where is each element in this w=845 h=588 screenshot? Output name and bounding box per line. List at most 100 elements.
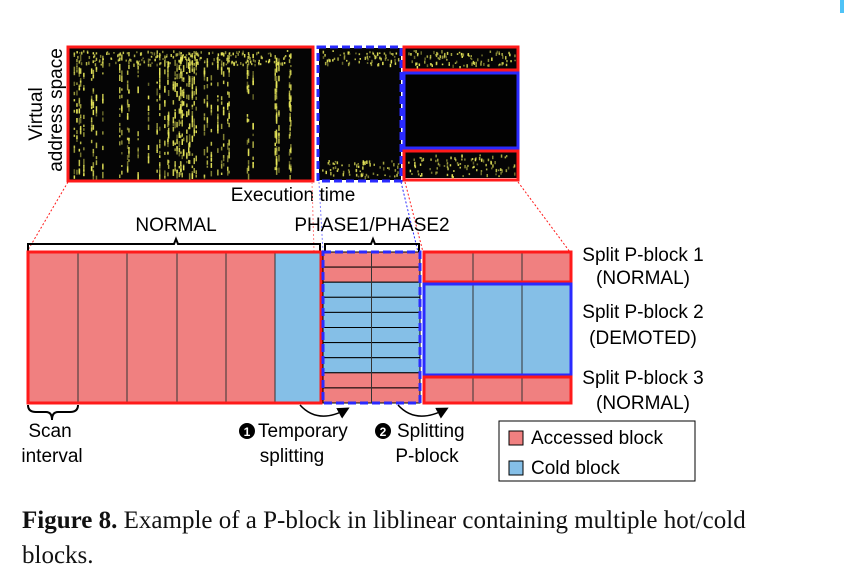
heatmap-access-point xyxy=(182,149,185,154)
heatmap-access-point xyxy=(92,60,94,64)
heatmap-access-point xyxy=(289,104,291,111)
heatmap-access-point xyxy=(220,146,223,151)
heatmap-access-point xyxy=(119,135,121,138)
heatmap-phase-region xyxy=(319,48,401,180)
heatmap-access-point xyxy=(182,78,185,82)
heatmap-access-point xyxy=(94,60,96,63)
heatmap-access-point xyxy=(278,146,280,152)
heatmap-split2-border xyxy=(402,71,520,150)
heatmap-access-point xyxy=(191,53,194,58)
heatmap-access-point xyxy=(228,52,231,55)
heatmap-access-point xyxy=(174,148,176,152)
heatmap-access-point xyxy=(227,58,230,62)
heatmap-access-point xyxy=(193,68,195,73)
heatmap-access-point xyxy=(118,53,120,56)
split3-label-line1: Split P-block 3 xyxy=(582,368,703,389)
heatmap-access-point xyxy=(486,174,488,178)
heatmap-access-point xyxy=(73,81,76,86)
heatmap-access-point xyxy=(121,170,123,175)
heatmap-access-point xyxy=(169,62,171,65)
heatmap-access-point xyxy=(254,60,256,63)
heatmap-access-point xyxy=(95,106,98,112)
heatmap-access-point xyxy=(409,169,412,173)
heatmap-access-point xyxy=(342,170,345,174)
heatmap-access-point xyxy=(259,63,262,66)
heatmap-access-point xyxy=(252,164,254,167)
heatmap-access-point xyxy=(458,51,461,54)
heatmap-access-point xyxy=(354,58,356,61)
heatmap-access-point xyxy=(327,162,330,165)
arrow-temporary-splitting xyxy=(299,404,350,419)
heatmap-access-point xyxy=(217,116,219,123)
heatmap-access-point xyxy=(102,58,104,61)
heatmap-access-point xyxy=(186,129,188,134)
heatmap-access-point xyxy=(379,166,381,169)
heatmap-access-point xyxy=(247,119,250,122)
heatmap-access-point xyxy=(487,64,489,67)
heatmap-access-point xyxy=(193,157,195,165)
heatmap-access-point xyxy=(359,170,361,173)
heatmap-access-point xyxy=(195,96,197,100)
heatmap-access-point xyxy=(119,67,121,71)
heatmap-access-point xyxy=(247,70,250,76)
heatmap-access-point xyxy=(73,52,76,57)
heatmap-access-point xyxy=(218,58,221,61)
heatmap-access-point xyxy=(355,52,357,55)
heatmap-access-point xyxy=(174,77,176,80)
heatmap-access-point xyxy=(258,59,260,62)
heatmap-access-point xyxy=(475,61,477,65)
heatmap-access-point xyxy=(197,61,199,66)
heatmap-access-point xyxy=(492,164,494,168)
heatmap-access-point xyxy=(222,155,225,158)
heatmap-access-point xyxy=(485,168,488,171)
heatmap-access-point xyxy=(191,81,194,85)
heatmap-access-point xyxy=(191,173,194,179)
heatmap-access-point xyxy=(467,164,469,167)
heatmap-access-point xyxy=(195,65,197,71)
heatmap-access-point xyxy=(90,95,93,100)
step2-label: 2 Splitting P-block xyxy=(375,421,465,467)
heatmap-access-point xyxy=(133,63,135,67)
scrollbar-indicator[interactable] xyxy=(840,0,844,13)
heatmap-access-point xyxy=(396,173,398,177)
heatmap-access-point xyxy=(79,117,82,124)
heatmap-access-point xyxy=(359,58,361,60)
heatmap-access-point xyxy=(138,60,141,63)
heatmap-access-point xyxy=(182,65,185,72)
heatmap-access-point xyxy=(448,62,450,64)
heatmap-access-point xyxy=(376,174,379,176)
heatmap-access-point xyxy=(290,168,292,172)
heatmap-access-point xyxy=(322,56,325,59)
heatmap-access-point xyxy=(206,61,209,68)
heatmap-access-point xyxy=(164,55,166,59)
heatmap-access-point xyxy=(167,112,170,116)
heatmap-access-point xyxy=(182,153,185,157)
heatmap-access-point xyxy=(514,172,516,176)
heatmap-access-point xyxy=(156,130,158,135)
heatmap-access-point xyxy=(252,161,254,165)
heatmap-access-point xyxy=(373,163,375,166)
heatmap-access-point xyxy=(436,51,438,55)
heatmap-access-point xyxy=(83,128,85,131)
heatmap-access-point xyxy=(246,81,249,86)
heatmap-access-point xyxy=(210,141,213,146)
heatmap-access-point xyxy=(92,173,95,180)
heatmap-access-point xyxy=(242,50,244,53)
heatmap-access-point xyxy=(382,61,384,66)
heatmap-access-point xyxy=(195,125,197,129)
heatmap-access-point xyxy=(275,156,278,161)
heatmap-access-point xyxy=(418,63,421,67)
step-arrows xyxy=(299,404,449,419)
heatmap-access-point xyxy=(252,77,254,85)
heatmap-access-point xyxy=(393,163,395,167)
heatmap-access-point xyxy=(78,60,81,64)
heatmap-access-point xyxy=(435,61,438,66)
heatmap-access-point xyxy=(188,143,190,150)
heatmap-access-point xyxy=(289,56,292,60)
heatmap-access-point xyxy=(217,105,219,112)
heatmap-access-point xyxy=(394,175,396,178)
heatmap-access-point xyxy=(332,162,334,165)
heatmap-access-point xyxy=(326,59,329,63)
heatmap-access-point xyxy=(419,175,422,177)
heatmap-access-point xyxy=(206,165,209,168)
